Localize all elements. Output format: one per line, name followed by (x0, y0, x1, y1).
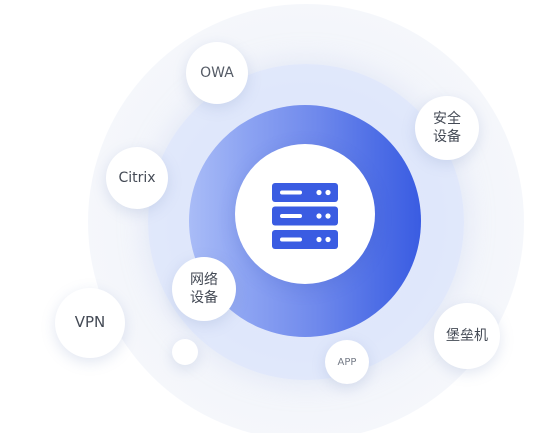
node-bastion-host-label: 堡垒机 (446, 327, 488, 344)
node-network-device: 网络设备 (172, 257, 236, 321)
node-security-device-label: 安全设备 (433, 110, 461, 145)
node-security-device: 安全设备 (415, 96, 479, 160)
node-vpn-label: VPN (74, 313, 106, 332)
node-bastion-host: 堡垒机 (434, 303, 500, 369)
node-owa: OWA (186, 42, 248, 104)
decorative-dot (172, 339, 198, 365)
node-owa-label: OWA (200, 64, 234, 81)
node-vpn: VPN (55, 288, 125, 358)
node-app: APP (325, 340, 369, 384)
node-app-label: APP (337, 356, 357, 368)
node-citrix: Citrix (106, 147, 168, 209)
server-rack-icon (272, 183, 338, 249)
node-network-device-label: 网络设备 (190, 271, 218, 306)
node-citrix-label: Citrix (118, 169, 156, 186)
